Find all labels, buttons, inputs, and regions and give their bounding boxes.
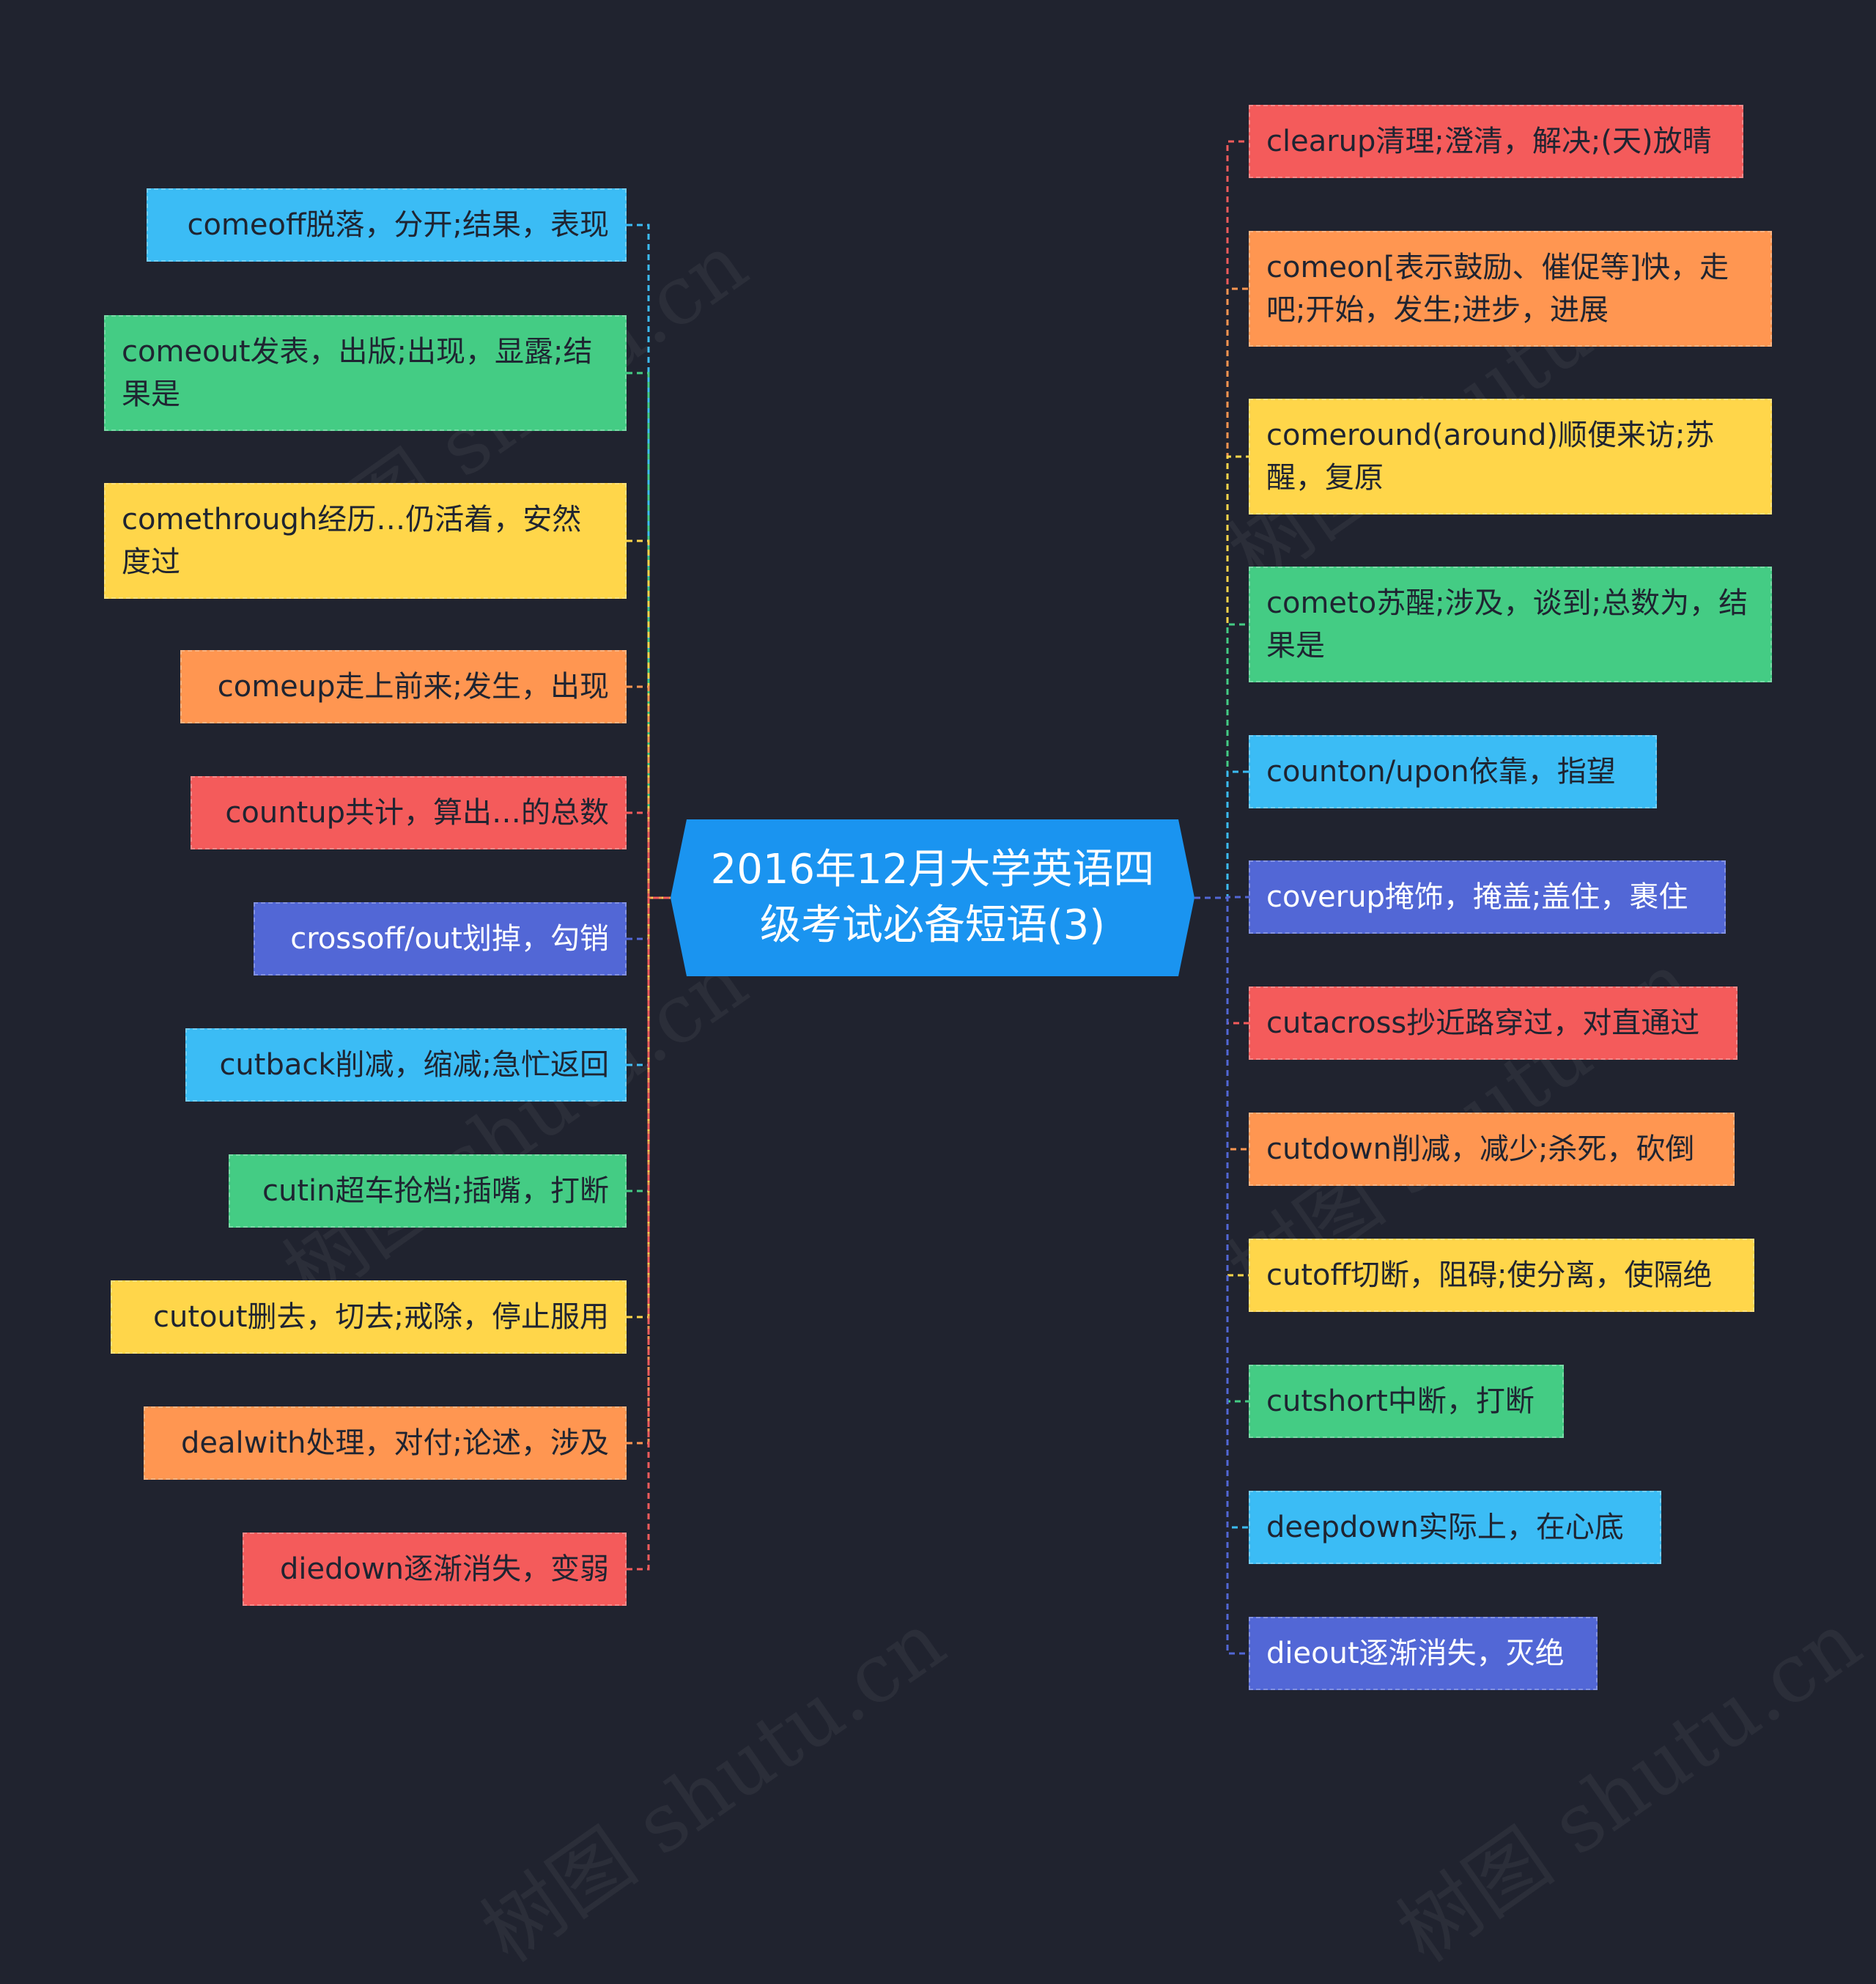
right-topic-label: cutshort中断，打断: [1266, 1384, 1535, 1418]
right-connector: [1194, 896, 1249, 1025]
left-topic-node[interactable]: cutout删去，切去;戒除，停止服用: [111, 1280, 627, 1354]
left-topic-label: comethrough经历…仍活着，安然度过: [122, 503, 582, 579]
left-topic-label: diedown逐渐消失，变弱: [279, 1552, 609, 1586]
right-topic-label: cutdown削减，减少;杀死，砍倒: [1266, 1132, 1695, 1166]
left-topic-node[interactable]: countup共计，算出…的总数: [191, 776, 627, 849]
right-topic-label: clearup清理;澄清，解决;(天)放晴: [1266, 125, 1712, 158]
right-topic-label: comeround(around)顺便来访;苏醒，复原: [1266, 418, 1715, 495]
right-topic-label: coverup掩饰，掩盖;盖住，裹住: [1266, 880, 1688, 914]
left-connector: [627, 896, 671, 1445]
connector-lines: [627, 140, 1249, 1655]
left-topic-label: comeout发表，出版;出现，显露;结果是: [122, 335, 593, 411]
root-node[interactable]: 2016年12月大学英语四级考试必备短语(3): [671, 819, 1194, 976]
right-topic-label: deepdown实际上，在心底: [1266, 1511, 1624, 1544]
right-topic-node[interactable]: counton/upon依靠，指望: [1249, 735, 1657, 808]
left-connector: [627, 896, 671, 1571]
left-topic-label: dealwith处理，对付;论述，涉及: [181, 1426, 609, 1460]
left-connector: [627, 811, 671, 899]
left-topic-label: comeoff脱落，分开;结果，表现: [187, 208, 609, 242]
right-connector: [1194, 287, 1249, 899]
right-topic-node[interactable]: clearup清理;澄清，解决;(天)放晴: [1249, 105, 1743, 178]
right-topic-label: counton/upon依靠，指望: [1266, 755, 1616, 789]
left-topic-node[interactable]: crossoff/out划掉，勾销: [254, 902, 627, 976]
left-topic-label: countup共计，算出…的总数: [225, 796, 609, 830]
right-topic-node[interactable]: cutshort中断，打断: [1249, 1365, 1564, 1438]
left-connector: [627, 224, 671, 899]
left-topic-label: comeup走上前来;发生，出现: [217, 670, 609, 704]
right-topic-node[interactable]: cutoff切断，阻碍;使分离，使隔绝: [1249, 1239, 1754, 1312]
right-connector: [1194, 770, 1249, 899]
left-topic-node[interactable]: cutback削减，缩减;急忙返回: [185, 1028, 627, 1102]
right-topic-label: cutoff切断，阻碍;使分离，使隔绝: [1266, 1258, 1713, 1292]
left-topic-node[interactable]: diedown逐渐消失，变弱: [243, 1533, 627, 1606]
left-topic-node[interactable]: comethrough经历…仍活着，安然度过: [104, 483, 627, 599]
right-topic-node[interactable]: comeround(around)顺便来访;苏醒，复原: [1249, 399, 1772, 515]
right-connector: [1194, 896, 1249, 1655]
left-connector: [627, 685, 671, 899]
right-topic-node[interactable]: dieout逐渐消失，灭绝: [1249, 1617, 1598, 1690]
right-connector: [1194, 896, 1249, 1151]
left-topic-node[interactable]: comeout发表，出版;出现，显露;结果是: [104, 315, 627, 431]
right-connector: [1194, 896, 1249, 1277]
right-connector: [1194, 455, 1249, 899]
right-topic-node[interactable]: coverup掩饰，掩盖;盖住，裹住: [1249, 860, 1726, 934]
right-topic-label: dieout逐渐消失，灭绝: [1266, 1637, 1565, 1670]
right-topic-label: comeon[表示鼓励、催促等]快，走吧;开始，发生;进步，进展: [1266, 251, 1729, 327]
left-topic-label: cutout删去，切去;戒除，停止服用: [152, 1300, 609, 1334]
left-topic-node[interactable]: dealwith处理，对付;论述，涉及: [144, 1406, 627, 1480]
left-topic-node[interactable]: comeoff脱落，分开;结果，表现: [147, 188, 627, 262]
right-topic-node[interactable]: cometo苏醒;涉及，谈到;总数为，结果是: [1249, 567, 1772, 682]
right-topic-node[interactable]: cutacross抄近路穿过，对直通过: [1249, 987, 1737, 1060]
right-topic-node[interactable]: deepdown实际上，在心底: [1249, 1491, 1661, 1564]
right-topic-label: cutacross抄近路穿过，对直通过: [1266, 1006, 1700, 1040]
left-topic-label: crossoff/out划掉，勾销: [290, 922, 609, 956]
right-topic-node[interactable]: cutdown削减，减少;杀死，砍倒: [1249, 1113, 1735, 1186]
root-hexagon: [671, 819, 1194, 976]
left-topic-node[interactable]: comeup走上前来;发生，出现: [180, 650, 627, 723]
left-topic-label: cutin超车抢档;插嘴，打断: [262, 1174, 609, 1208]
root-title: 2016年12月大学英语四级考试必备短语(3): [710, 846, 1155, 949]
right-topic-label: cometo苏醒;涉及，谈到;总数为，结果是: [1266, 586, 1748, 663]
right-connector: [1194, 896, 1249, 1403]
right-connector: [1194, 623, 1249, 899]
left-topic-label: cutback削减，缩减;急忙返回: [219, 1048, 609, 1082]
left-topic-node[interactable]: cutin超车抢档;插嘴，打断: [229, 1154, 627, 1228]
right-topic-node[interactable]: comeon[表示鼓励、催促等]快，走吧;开始，发生;进步，进展: [1249, 231, 1772, 347]
right-connector: [1194, 896, 1249, 899]
